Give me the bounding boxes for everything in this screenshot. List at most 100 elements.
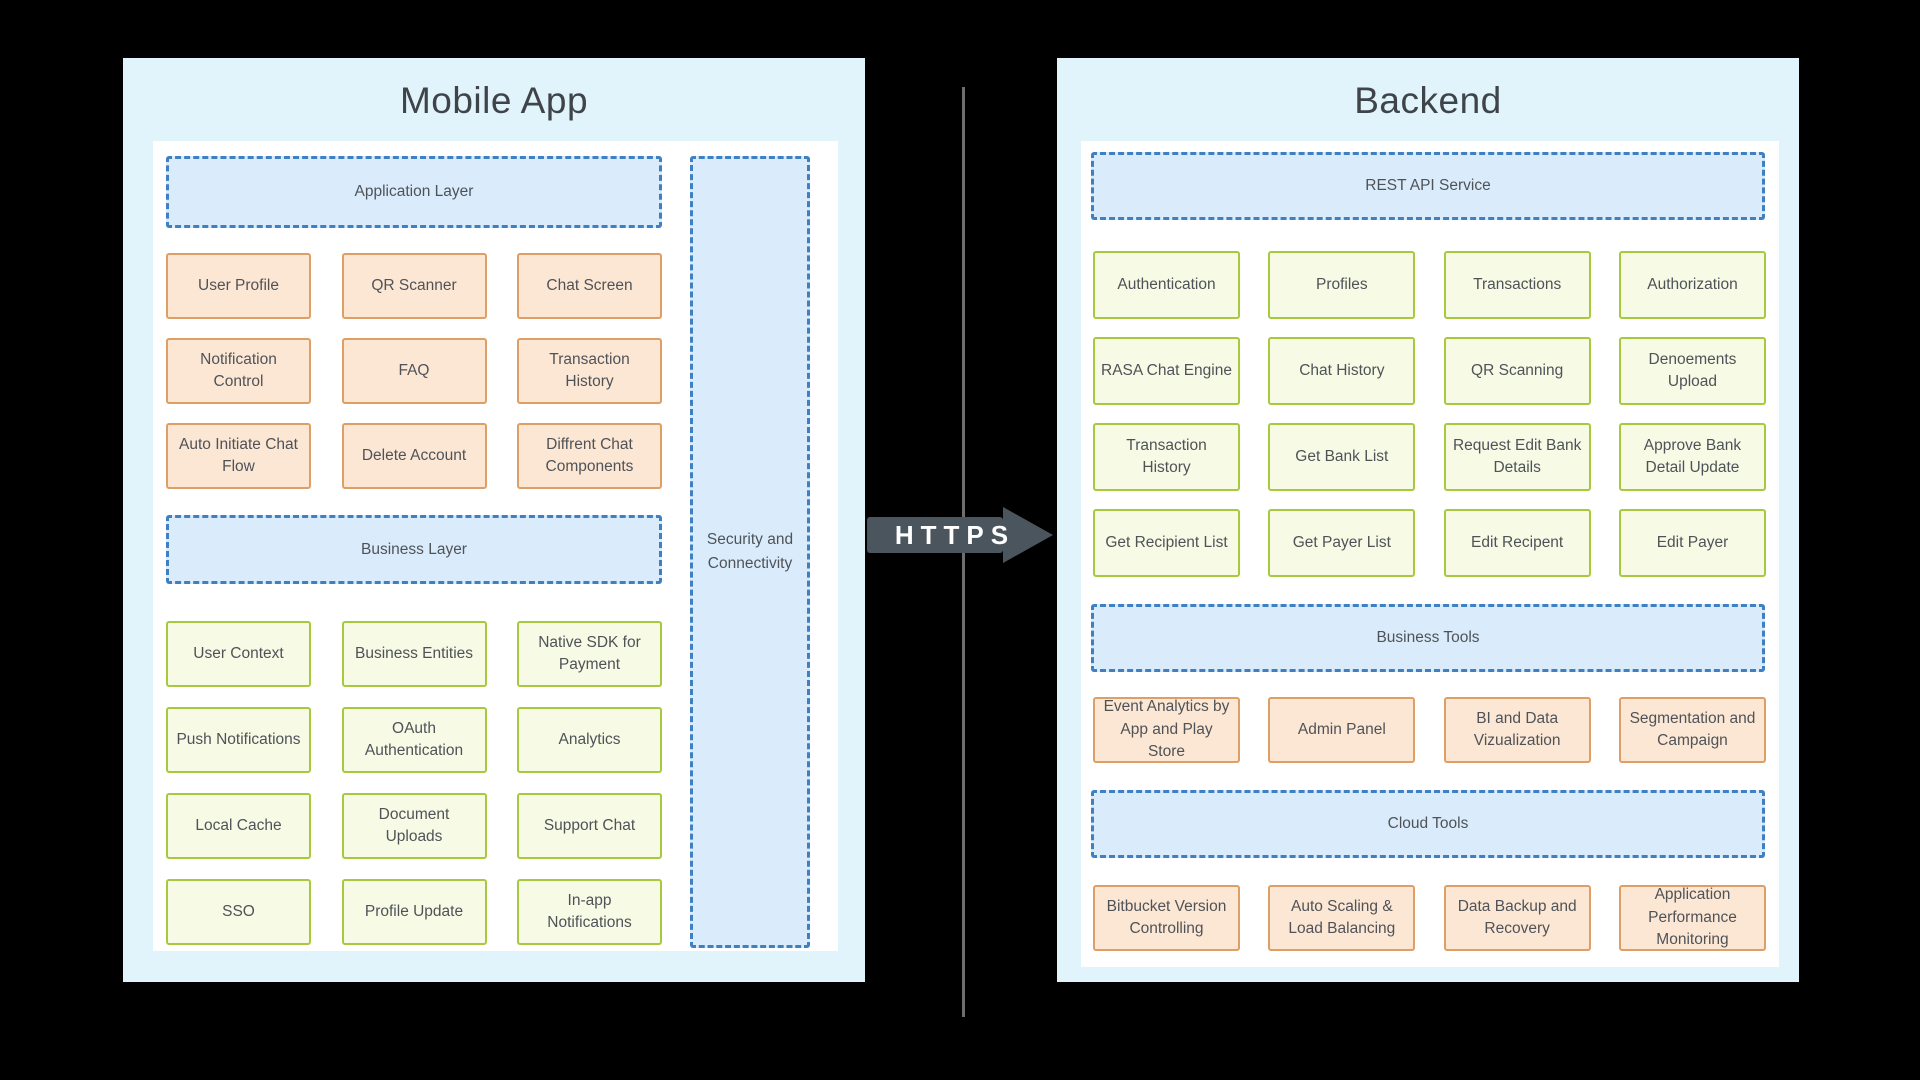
node-get-bank-list: Get Bank List — [1268, 423, 1416, 491]
mobile-app-title: Mobile App — [399, 80, 589, 121]
node-push-notifications: Push Notifications — [166, 707, 311, 773]
node-label: Transaction History — [1126, 436, 1207, 476]
node-notification-control: Notification Control — [166, 338, 311, 404]
node-label: Segmentation and Campaign — [1629, 709, 1756, 749]
node-label: Native SDK for Payment — [538, 633, 641, 673]
node-qr-scanning: QR Scanning — [1443, 337, 1591, 405]
node-label: Bitbucket Version Controlling — [1106, 897, 1227, 937]
node-edit-payer: Edit Payer — [1618, 509, 1766, 577]
node-label: FAQ — [398, 361, 430, 379]
node-segmentation-and-campaign: Segmentation and Campaign — [1618, 697, 1766, 763]
node-label: Application Performance Monitoring — [1648, 886, 1737, 949]
node-label: Edit Payer — [1656, 533, 1729, 551]
node-label: Business Entities — [354, 644, 474, 662]
node-label: Data Backup and Recovery — [1457, 897, 1577, 937]
node-authorization: Authorization — [1618, 251, 1766, 319]
node-support-chat: Support Chat — [517, 793, 662, 859]
business-tools-band: Business Tools — [1091, 604, 1765, 672]
node-in-app-notifications: In-app Notifications — [517, 879, 662, 945]
node-qr-scanner: QR Scanner — [341, 253, 487, 319]
node-chat-history: Chat History — [1268, 337, 1416, 405]
node-profile-update: Profile Update — [341, 879, 487, 945]
node-edit-recipent: Edit Recipent — [1443, 509, 1591, 577]
node-label: Transaction History — [549, 350, 630, 390]
node-diffrent-chat-components: Diffrent Chat Components — [517, 423, 662, 489]
node-admin-panel: Admin Panel — [1268, 697, 1416, 763]
node-label: Denoements Upload — [1648, 350, 1737, 390]
node-label: Chat Screen — [546, 276, 633, 294]
node-label: Transactions — [1473, 275, 1562, 293]
application-layer-band: Application Layer — [166, 156, 662, 228]
node-label: User Profile — [198, 276, 279, 294]
node-label: Auto Initiate Chat Flow — [179, 435, 298, 475]
node-label: QR Scanner — [371, 276, 457, 294]
node-label: Profiles — [1315, 275, 1368, 293]
node-get-recipient-list: Get Recipient List — [1093, 509, 1240, 577]
node-label: User Context — [193, 644, 284, 662]
node-auto-scaling-load-balancing: Auto Scaling & Load Balancing — [1268, 885, 1416, 951]
node-label: Auto Scaling & Load Balancing — [1288, 897, 1396, 937]
node-rasa-chat-engine: RASA Chat Engine — [1093, 337, 1240, 405]
https-arrow: HTTPS — [867, 507, 1053, 563]
business-layer-band: Business Layer — [166, 515, 662, 584]
mobile-app-panel: Mobile App Application Layer User Profil… — [123, 58, 865, 982]
node-faq: FAQ — [341, 338, 487, 404]
node-label: In-app Notifications — [547, 891, 632, 931]
node-analytics: Analytics — [517, 707, 662, 773]
node-label: Chat History — [1299, 361, 1385, 379]
node-label: Push Notifications — [176, 730, 301, 748]
node-label: SSO — [222, 902, 255, 920]
node-label: Get Payer List — [1292, 533, 1391, 551]
node-local-cache: Local Cache — [166, 793, 311, 859]
node-approve-bank-detail-update: Approve Bank Detail Update — [1618, 423, 1766, 491]
node-transaction-history: Transaction History — [1093, 423, 1240, 491]
mobile-app-content-area: Application Layer User Profile QR Scanner… — [153, 141, 838, 951]
node-authentication: Authentication — [1093, 251, 1240, 319]
node-chat-screen: Chat Screen — [517, 253, 662, 319]
node-label: Authorization — [1647, 275, 1738, 293]
node-user-context: User Context — [166, 621, 311, 687]
security-connectivity-band: Security and Connectivity — [690, 156, 810, 948]
node-label: Event Analytics by App and Play Store — [1103, 698, 1230, 761]
node-profiles: Profiles — [1268, 251, 1416, 319]
backend-title: Backend — [1354, 80, 1502, 121]
node-label: Diffrent Chat Components — [545, 435, 634, 475]
node-label: Approve Bank Detail Update — [1643, 436, 1742, 476]
https-arrow-body — [867, 517, 1003, 553]
https-arrow-head-icon — [1003, 507, 1053, 563]
node-label: Admin Panel — [1297, 720, 1386, 738]
node-label: Notification Control — [200, 350, 277, 390]
node-auto-initiate-chat-flow: Auto Initiate Chat Flow — [166, 423, 311, 489]
node-native-sdk-for-payment: Native SDK for Payment — [517, 621, 662, 687]
node-delete-account: Delete Account — [341, 423, 487, 489]
node-data-backup-and-recovery: Data Backup and Recovery — [1443, 885, 1591, 951]
node-transaction-history: Transaction History — [517, 338, 662, 404]
node-label: Analytics — [558, 730, 621, 748]
node-label: BI and Data Vizualization — [1473, 709, 1561, 749]
cloud-tools-grid: Bitbucket Version Controlling Auto Scalin… — [1093, 885, 1766, 951]
node-label: Delete Account — [361, 446, 467, 464]
node-oauth-authentication: OAuth Authentication — [341, 707, 487, 773]
node-user-profile: User Profile — [166, 253, 311, 319]
node-sso: SSO — [166, 879, 311, 945]
business-feature-grid: User Context Business Entities Native SDK … — [166, 621, 662, 945]
node-bi-and-data-vizualization: BI and Data Vizualization — [1443, 697, 1591, 763]
node-label: Document Uploads — [378, 805, 450, 845]
node-label: Authentication — [1117, 275, 1216, 293]
node-request-edit-bank-details: Request Edit Bank Details — [1443, 423, 1591, 491]
node-label: Edit Recipent — [1471, 533, 1564, 551]
node-label: Get Bank List — [1295, 447, 1389, 465]
https-arrow-label: HTTPS — [894, 519, 1016, 550]
node-label: Profile Update — [364, 902, 464, 920]
business-tools-grid: Event Analytics by App and Play Store Adm… — [1093, 697, 1766, 763]
node-label: RASA Chat Engine — [1101, 361, 1232, 379]
node-get-payer-list: Get Payer List — [1268, 509, 1416, 577]
node-denoements-upload: Denoements Upload — [1618, 337, 1766, 405]
node-label: QR Scanning — [1471, 361, 1564, 379]
node-label: Request Edit Bank Details — [1452, 436, 1582, 476]
node-label: Get Recipient List — [1105, 533, 1228, 551]
